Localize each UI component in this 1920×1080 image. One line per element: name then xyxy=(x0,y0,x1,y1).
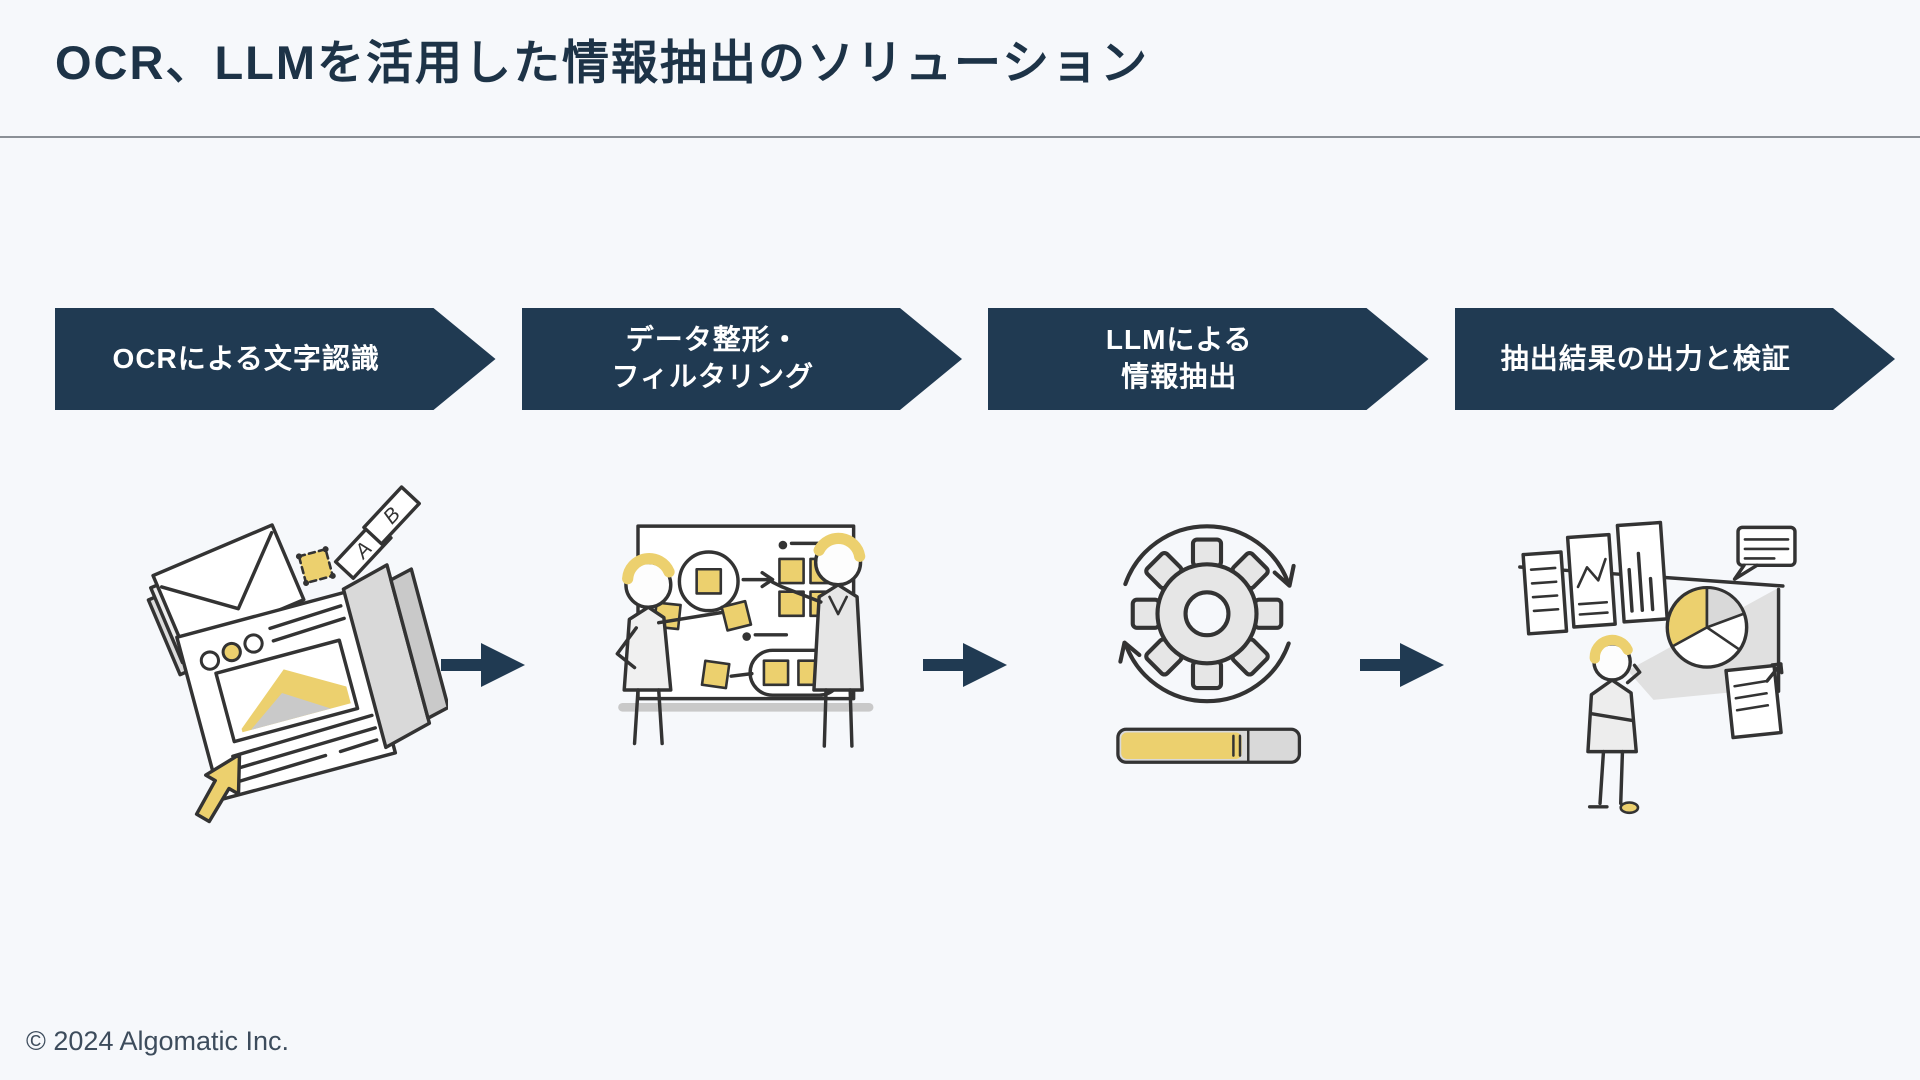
footer-copyright: © 2024 Algomatic Inc. xyxy=(26,1026,290,1056)
step-chevron-ocr: OCRによる文字認識 xyxy=(55,308,496,410)
gear-icon xyxy=(1130,537,1284,691)
process-step-bar: OCRによる文字認識 データ整形・ フィルタリング LLMによる 情報抽出 抽出… xyxy=(55,308,1895,410)
cursor-arrow-icon xyxy=(194,752,241,823)
step-label-line2: フィルタリング xyxy=(611,361,814,392)
person-figure xyxy=(1585,634,1641,815)
page-title: OCR、LLMを活用した情報抽出のソリューション xyxy=(55,36,1150,89)
dashboard-review-illustration xyxy=(1433,455,1873,855)
pie-chart-icon xyxy=(1665,586,1748,669)
step-chevron-llm-extraction: LLMによる 情報抽出 xyxy=(988,308,1429,410)
flow-right-arrow-icon xyxy=(441,643,525,687)
step-label: LLMによる xyxy=(1105,324,1253,356)
illustration-row: A B xyxy=(0,455,1920,855)
ocr-documents-illustration: A B xyxy=(55,455,495,855)
step-label-line2: 情報抽出 xyxy=(1121,361,1238,392)
step-chevron-data-formatting: データ整形・ フィルタリング xyxy=(522,308,963,410)
step-chevron-output-verification: 抽出結果の出力と検証 xyxy=(1455,308,1896,410)
sticky-notes-sorting-illustration xyxy=(521,455,961,855)
cycle-arrows-icon xyxy=(1118,524,1296,704)
step-label: OCRによる文字認識 xyxy=(112,342,380,374)
gear-processing-illustration xyxy=(987,455,1427,855)
step-label: データ整形・ xyxy=(625,324,800,356)
progress-bar-icon xyxy=(1116,727,1302,764)
flow-right-arrow-icon xyxy=(1360,643,1444,687)
speech-bubble-icon xyxy=(1732,525,1797,581)
flow-right-arrow-icon xyxy=(923,643,1007,687)
step-label: 抽出結果の出力と検証 xyxy=(1500,342,1791,374)
title-divider xyxy=(0,136,1920,138)
